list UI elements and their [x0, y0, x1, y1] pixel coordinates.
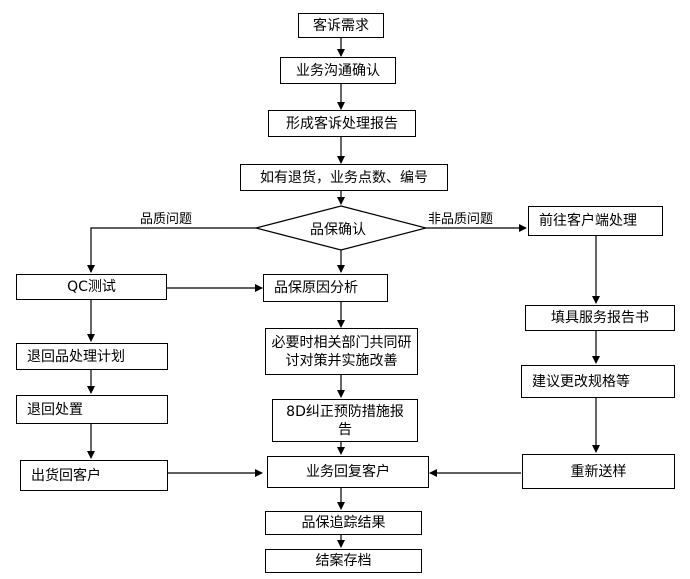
node-service-report: 填具服务报告书	[525, 305, 675, 331]
node-form-report: 形成客诉处理报告	[268, 110, 416, 137]
node-ship-back: 出货回客户	[20, 460, 168, 491]
node-business-reply: 业务回复客户	[267, 456, 429, 488]
node-qa-cause-analysis: 品保原因分析	[263, 274, 388, 302]
node-complaint-request: 客诉需求	[298, 13, 384, 38]
node-corrective-8d: 8D纠正预防措施报告	[272, 399, 418, 442]
node-go-customer: 前往客户端处理	[528, 206, 663, 236]
node-qa-track: 品保追踪结果	[265, 511, 422, 535]
node-business-confirm: 业务沟通确认	[280, 57, 396, 84]
node-qa-confirm: 品保确认	[310, 222, 366, 238]
node-archive: 结案存档	[265, 549, 422, 573]
node-return-plan: 退回品处理计划	[16, 343, 168, 370]
node-joint-study: 必要时相关部门共同研讨对策并实施改善	[265, 328, 418, 375]
node-qc-test: QC测试	[16, 274, 167, 300]
node-return-handling: 退回处置	[16, 395, 168, 424]
node-return-goods: 如有退货，业务点数、编号	[240, 164, 448, 191]
arrow-qa-to-qc	[87, 227, 256, 273]
edge-label-quality-issue: 品质问题	[140, 212, 193, 227]
qa-decision-diamond	[253, 205, 429, 251]
node-suggest-spec: 建议更改规格等	[521, 365, 675, 398]
edge-label-non-quality-issue: 非品质问题	[428, 212, 494, 227]
node-resend-sample: 重新送样	[522, 454, 675, 489]
